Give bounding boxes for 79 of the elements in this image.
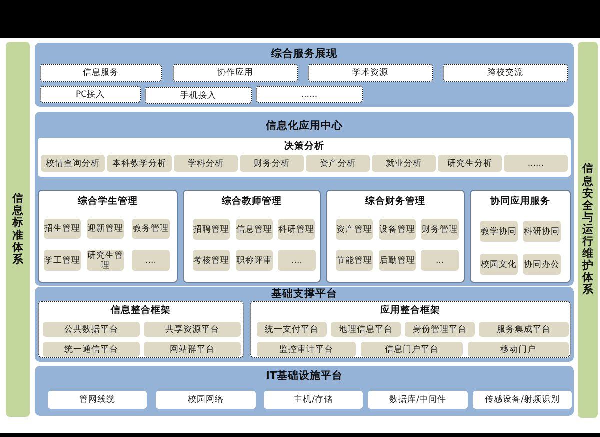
module-tag: 资产分析	[306, 155, 370, 172]
module-tag: 财务管理	[421, 219, 459, 240]
module-tag: 研究生管理	[87, 250, 124, 271]
module-tag: 学工管理	[44, 250, 81, 271]
section-title: 综合学生管理	[77, 195, 139, 208]
section-title: IT基础设施平台	[264, 370, 344, 383]
module-tag: 研究生分析	[438, 155, 502, 172]
platform-tag: 管网线缆	[48, 391, 147, 409]
side-title: 信息标准体系	[12, 193, 24, 266]
section-title: 协同应用服务	[490, 195, 552, 208]
module-tag: 统一支付平台	[257, 322, 327, 337]
module-tag: ....	[278, 250, 316, 271]
section-title: 基础支撑平台	[270, 288, 338, 301]
module-tag: 网站群平台	[144, 342, 241, 357]
service-tag: 跨校交流	[443, 64, 568, 82]
module-tag: 身份管理平台	[405, 322, 475, 337]
module-tag: 公共数据平台	[43, 322, 140, 337]
section-title: 综合教师管理	[221, 195, 283, 208]
module-tag: 科研管理	[278, 219, 315, 240]
module-tag: 资产管理	[336, 219, 373, 240]
module-card	[326, 190, 465, 283]
module-tag: 统一通信平台	[43, 342, 140, 357]
module-tag: ...	[421, 250, 459, 271]
service-tag: 协作应用	[173, 64, 298, 82]
module-card	[183, 190, 321, 283]
module-tag: 信息管理	[236, 219, 273, 240]
service-tag: ......	[256, 86, 363, 103]
module-tag: 共享资源平台	[144, 322, 241, 337]
module-tag: 迎新管理	[87, 219, 124, 239]
service-tag: 学术资源	[308, 64, 433, 82]
module-tag: 招生管理	[44, 219, 81, 239]
module-card	[38, 190, 178, 283]
platform-tag: 传感设备/射频识别	[473, 391, 572, 409]
layer-panel	[35, 366, 574, 416]
side-band	[578, 42, 598, 418]
module-tag: 学科分析	[174, 155, 238, 172]
section-title: 综合财务管理	[364, 195, 426, 208]
module-tag: 节能管理	[336, 250, 373, 271]
module-tag: 监控审计平台	[257, 342, 356, 357]
module-tag: ....	[132, 250, 170, 271]
platform-tag: 校园网络	[156, 391, 256, 409]
layer-panel	[35, 287, 574, 362]
section-title: 应用整合框架	[380, 304, 442, 317]
module-tag: 教务管理	[132, 219, 170, 239]
module-tag: 校园文化	[480, 254, 518, 275]
platform-tag: 主机/存储	[264, 391, 363, 409]
module-tag: 财务分析	[240, 155, 304, 172]
service-tag: 手机接入	[145, 87, 252, 104]
service-tag: 信息服务	[40, 64, 162, 82]
module-tag: 教学协同	[480, 221, 518, 242]
module-tag: 设备管理	[379, 219, 416, 240]
module-tag: 信息门户平台	[361, 342, 463, 357]
module-tag: 本科教学分析	[107, 155, 172, 172]
module-tag: 后勤管理	[379, 250, 416, 271]
module-card	[470, 190, 571, 283]
module-tag: 招聘管理	[193, 219, 230, 240]
module-tag: 考核管理	[193, 250, 230, 271]
framework-card	[38, 301, 244, 358]
platform-tag	[38, 138, 571, 177]
module-tag: 服务集成平台	[479, 322, 569, 337]
section-title: 信息整合框架	[110, 304, 172, 317]
module-tag: 职称评审	[236, 250, 273, 271]
platform-tag: 数据库/中间件	[368, 391, 468, 409]
side-band	[6, 42, 30, 417]
module-tag: ......	[504, 155, 568, 172]
section-title: 信息化应用中心	[264, 120, 344, 133]
module-tag: 校情查询分析	[41, 155, 105, 172]
service-tag: PC接入	[40, 86, 141, 103]
module-tag: 协同办公	[523, 254, 561, 275]
section-title: 决策分析	[284, 140, 326, 153]
framework-card	[250, 301, 571, 358]
module-tag: 地理信息平台	[331, 322, 401, 337]
section-title: 综合服务展现	[270, 48, 338, 61]
module-tag: 就业分析	[372, 155, 436, 172]
module-tag: 移动门户	[468, 342, 569, 357]
module-tag: 科研协同	[523, 221, 561, 242]
layer-panel	[35, 43, 574, 107]
layer-panel	[35, 112, 574, 286]
side-title: 信息安全与运行维护体系	[582, 163, 594, 297]
